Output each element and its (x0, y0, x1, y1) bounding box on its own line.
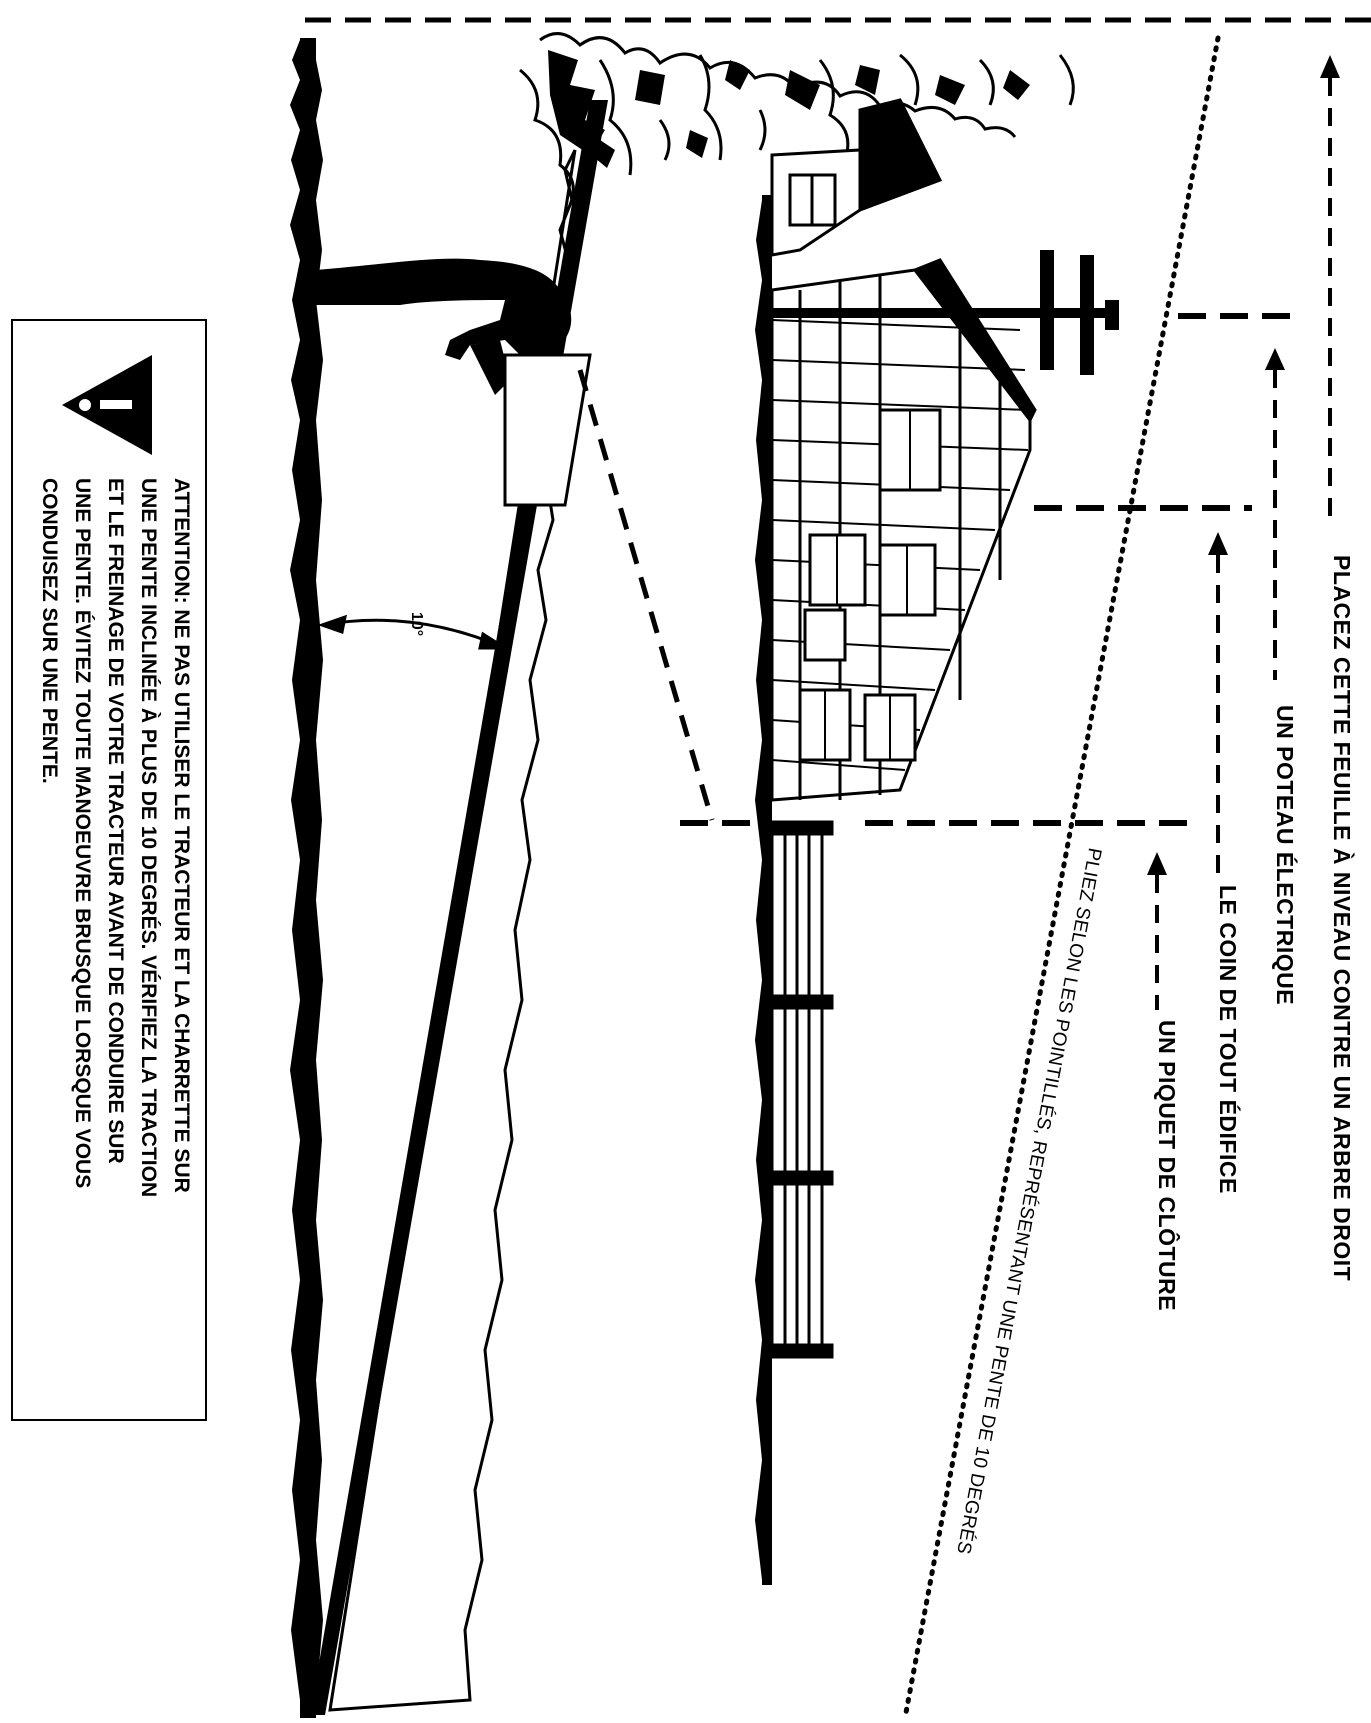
tree-arrow (1320, 55, 1340, 520)
building-arrow (1208, 532, 1228, 875)
warning-line-5: CONDUISEZ SUR UNE PENTE. (38, 478, 61, 784)
warning-line-1: ATTENTION: NE PAS UTILISER LE TRACTEUR E… (170, 478, 193, 1193)
warning-triangle-icon (62, 355, 152, 455)
fence-arrow (1147, 852, 1167, 1010)
label-pole: UN POTEAU ÉLECTRIQUE (1272, 705, 1298, 1006)
fold-dotted-line (902, 35, 1221, 1721)
held-sheet (503, 353, 592, 507)
fence (770, 820, 834, 1359)
person-silhouette (316, 258, 572, 395)
house-illustration (770, 258, 1037, 802)
label-tree: PLACEZ CETTE FEUILLE À NIVEAU CONTRE UN … (1329, 555, 1355, 1282)
sight-line (577, 369, 715, 821)
angle-label: 10° (408, 612, 425, 637)
arrow-lines (1147, 55, 1340, 1010)
ground-line (290, 38, 323, 1718)
building-ground-line (755, 195, 772, 1585)
tree-foliage-fill (548, 50, 1030, 168)
angle-marker (317, 614, 511, 650)
reference-dashes (680, 313, 1300, 826)
warning-line-3: ET LE FREINAGE DE VOTRE TRACTEUR AVANT D… (104, 478, 127, 1164)
label-building: LE COIN DE TOUT ÉDIFICE (1215, 885, 1241, 1194)
warning-line-4: UNE PENTE. ÉVITEZ TOUTE MANOEUVRE BRUSQU… (71, 478, 94, 1189)
pole-arrow (1265, 348, 1285, 680)
warning-line-2: UNE PENTE INCLINÉE À PLUS DE 10 DEGRÉS. … (137, 478, 160, 1198)
tree-foliage (519, 32, 1075, 206)
utility-pole (772, 250, 1119, 375)
house-annex (770, 98, 943, 257)
warning-box (11, 319, 207, 1421)
label-fence: UN PIQUET DE CLÔTURE (1154, 1020, 1180, 1312)
